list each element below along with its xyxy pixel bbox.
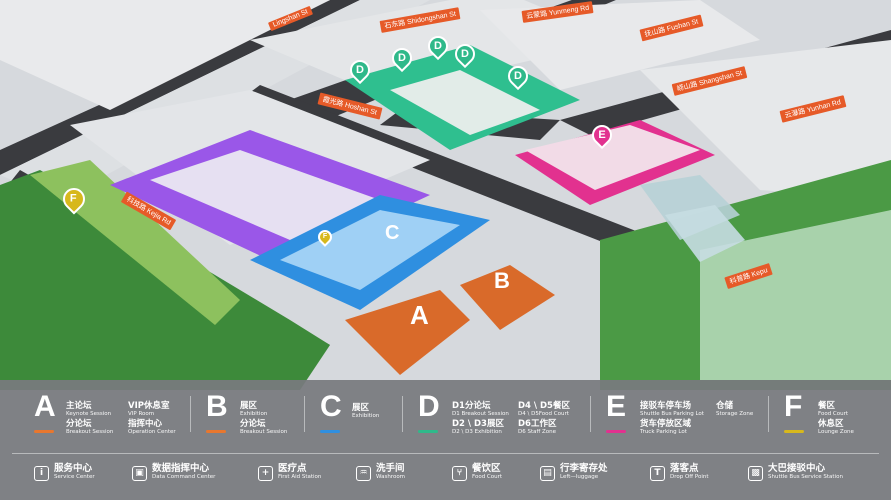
bus-icon: ▩ (748, 466, 763, 481)
zone-label-B[interactable]: B (494, 268, 510, 293)
zone-B-building (460, 265, 555, 330)
zone-letter: D (418, 390, 440, 423)
info-icon: i (34, 466, 49, 481)
zone-color-bar (606, 430, 626, 433)
divider (590, 396, 591, 432)
zone-letter: E (606, 390, 627, 423)
zone-color-bar (320, 430, 340, 433)
divider (190, 396, 191, 432)
pin-letter: F (69, 192, 77, 205)
zone-letter: A (34, 390, 56, 423)
zone-color-bar (418, 430, 438, 433)
divider (768, 396, 769, 432)
zone-color-bar (784, 430, 804, 433)
pin-letter: D (398, 52, 406, 64)
utensils-icon: ⑂ (452, 466, 467, 481)
first-aid-icon: + (258, 466, 273, 481)
divider (402, 396, 403, 432)
zone-A-building (345, 290, 470, 375)
pin-letter: D (356, 64, 364, 76)
drop-off-icon: T (650, 466, 665, 481)
pin-letter: F (322, 233, 328, 240)
zone-letter: C (320, 390, 342, 423)
zone-color-bar (34, 430, 54, 433)
zone-color-bar (206, 430, 226, 433)
pin-letter: D (461, 48, 469, 60)
pin-letter: D (434, 40, 442, 52)
zone-letter: B (206, 390, 228, 423)
washroom-icon: ♒ (356, 466, 371, 481)
luggage-icon: ▤ (540, 466, 555, 481)
zone-label-A[interactable]: A (410, 300, 429, 330)
monitor-icon: ▣ (132, 466, 147, 481)
legend-divider (12, 453, 879, 454)
zone-label-C[interactable]: C (385, 222, 400, 244)
pin-letter: E (598, 129, 606, 141)
zone-letter: F (784, 390, 803, 423)
divider (304, 396, 305, 432)
pin-letter: D (514, 70, 522, 82)
